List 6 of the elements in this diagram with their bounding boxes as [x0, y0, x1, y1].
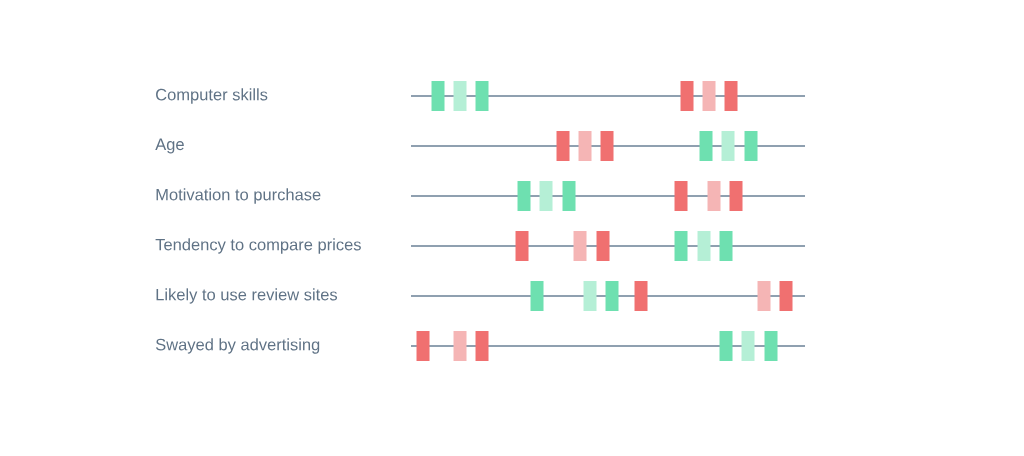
- row-label: Computer skills: [156, 88, 268, 104]
- row-label: Tendency to compare prices: [155, 238, 361, 254]
- row-label: Likely to use review sites: [156, 288, 338, 304]
- row-label: Motivation to purchase: [156, 188, 321, 204]
- row-label: Swayed by advertising: [155, 338, 320, 354]
- row-label: Age: [155, 138, 184, 154]
